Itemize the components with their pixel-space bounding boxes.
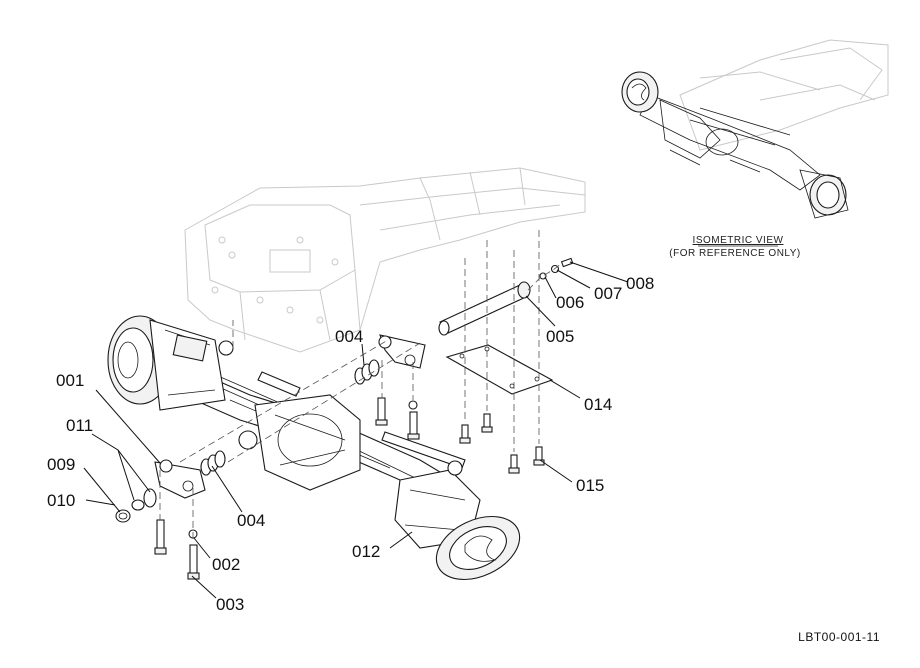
drawing-code: LBT00-001-11 bbox=[798, 630, 880, 644]
callout-010: 010 bbox=[47, 491, 75, 510]
isometric-view-note: (FOR REFERENCE ONLY) bbox=[669, 248, 801, 259]
bracket-bolts bbox=[154, 397, 420, 580]
tractor-frame bbox=[184, 167, 586, 353]
callout-009: 009 bbox=[47, 455, 75, 474]
callout-007: 007 bbox=[594, 284, 622, 303]
thrust-collar bbox=[143, 488, 157, 508]
shim-stack-rear bbox=[354, 359, 380, 385]
isometric-view-title: ISOMETRIC VIEW bbox=[693, 235, 784, 246]
front-axle-assembly bbox=[107, 315, 521, 581]
callout-004-rear: 004 bbox=[335, 327, 363, 346]
callout-014: 014 bbox=[584, 395, 612, 414]
leader-lines bbox=[83, 261, 629, 599]
pin-bolt bbox=[560, 257, 574, 268]
pivot-pin bbox=[438, 281, 531, 336]
shim-stack-front bbox=[200, 450, 226, 476]
callout-004-front: 004 bbox=[237, 511, 265, 530]
plate-bolts bbox=[459, 413, 545, 474]
callout-003: 003 bbox=[216, 595, 244, 614]
callout-008: 008 bbox=[626, 274, 654, 293]
callout-015: 015 bbox=[576, 476, 604, 495]
callout-001: 001 bbox=[56, 371, 84, 390]
o-ring bbox=[115, 509, 131, 523]
skid-plate bbox=[445, 344, 554, 395]
front-support-bracket bbox=[154, 459, 206, 499]
callout-labels: 001 011 009 010 004 004 002 003 012 005 … bbox=[47, 274, 654, 614]
callout-012: 012 bbox=[352, 542, 380, 561]
callout-002: 002 bbox=[212, 555, 240, 574]
alignment-lines bbox=[159, 230, 563, 540]
callout-006: 006 bbox=[556, 293, 584, 312]
callout-005: 005 bbox=[546, 327, 574, 346]
isometric-inset bbox=[621, 39, 889, 219]
callout-011: 011 bbox=[66, 416, 93, 435]
rear-support-bracket bbox=[378, 334, 426, 369]
seal-ring bbox=[131, 499, 145, 511]
